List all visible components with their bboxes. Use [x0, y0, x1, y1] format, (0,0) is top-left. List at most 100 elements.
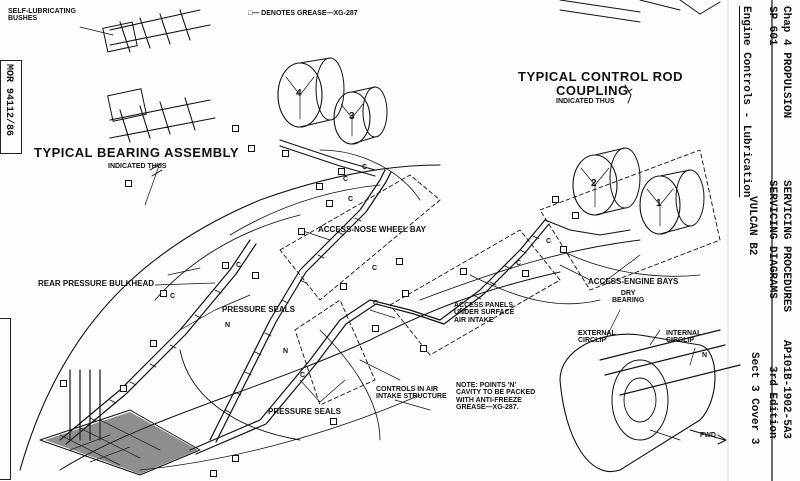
lower-skin-curve: [139, 394, 421, 471]
grease-point: [552, 196, 559, 203]
outer-wing-line: [419, 239, 641, 301]
access-panels-label: ACCESS PANELS UNDER SURFACE AIR INTAKE: [454, 302, 515, 324]
point-n-marker: N: [225, 322, 231, 329]
leaders: [144, 162, 696, 441]
grease-c-marker: C: [372, 265, 378, 272]
upper-wing-line: [229, 184, 381, 236]
grease-point: [252, 272, 259, 279]
subject-heading: Engine Controls - Lubrication: [740, 6, 752, 198]
intake-curve: [179, 349, 301, 441]
wing-root-curve: [154, 214, 301, 301]
edition-label: 3rd Edition: [766, 366, 778, 439]
grease-point: [125, 180, 132, 187]
grease-point: [316, 183, 323, 190]
external-circlip-label: EXTERNAL CIRCLIP: [578, 330, 616, 345]
control-rod-long-b: [195, 223, 550, 455]
engine-spokes: [285, 76, 674, 227]
servicing-diagrams-title: SERVICING DIAGRAMS: [766, 180, 778, 299]
nose-wheel-bay-dash: [279, 174, 441, 301]
bush-leader: [79, 26, 114, 36]
grease-legend: □— DENOTES GREASE—XG-287: [248, 10, 358, 17]
ap-reference: AP101B-1902-5A3: [780, 340, 792, 440]
fwd-label: FWD: [700, 432, 716, 439]
engine-1-rear: [675, 169, 705, 227]
engine-number: 1: [656, 198, 662, 209]
pressure-seals-lower-label: PRESSURE SEALS: [268, 407, 341, 416]
engine-number: 4: [296, 88, 302, 99]
grease-point: [150, 340, 157, 347]
engine-bays-dash: [539, 149, 721, 291]
point-n-marker: N: [283, 348, 289, 355]
grease-point: [330, 418, 337, 425]
bearing-indicated-label: INDICATED THUS: [108, 163, 167, 170]
engine-3-rear: [362, 86, 388, 138]
grease-c-marker: C: [373, 300, 379, 307]
coupling-title: COUPLING: [556, 83, 629, 98]
grease-point: [420, 345, 427, 352]
pressure-seals-upper-label: PRESSURE SEALS: [222, 305, 295, 314]
grease-point: [338, 168, 345, 175]
engine-4-body: [299, 57, 331, 128]
upper-fairing: [319, 149, 421, 201]
sp-heading: SP 601: [766, 6, 778, 46]
control-rod-run-a: [209, 169, 386, 441]
grease-point: [572, 212, 579, 219]
grease-c-marker: C: [300, 372, 306, 379]
air-intake-dash: [389, 229, 561, 356]
grease-point: [120, 385, 127, 392]
engine-bay-curve: [559, 249, 701, 277]
fwd-arrow: [689, 429, 727, 445]
dry-bearing-label: DRY BEARING: [612, 290, 645, 305]
point-n-marker: N: [702, 352, 708, 359]
fuselage-outline: [19, 164, 441, 471]
section-cover-label: Sect 3 Cover 3: [748, 352, 760, 445]
typical-rod-title: TYPICAL CONTROL ROD: [518, 69, 684, 84]
grease-c-marker: C: [362, 164, 368, 171]
left-margin-frame: [0, 318, 11, 480]
bearing-detail-shaft: [599, 329, 741, 396]
grease-point: [522, 270, 529, 277]
engine-2-body: [594, 147, 626, 216]
rod-indicated-label: INDICATED THUS: [556, 98, 615, 105]
grease-point: [326, 200, 333, 207]
bush-assembly-upper: [109, 9, 211, 53]
grease-point: [282, 150, 289, 157]
control-rod-long-a: [189, 219, 546, 451]
grease-point: [60, 380, 67, 387]
grease-point: [560, 246, 567, 253]
grease-point: [210, 470, 217, 477]
engine-number: 3: [349, 111, 355, 122]
grease-c-marker: C: [348, 196, 354, 203]
bush-assembly-lower: [109, 97, 216, 143]
bearing-detail-hub: [611, 359, 669, 441]
control-rod-engine-a: [544, 219, 631, 236]
keel-bars: [69, 369, 101, 441]
engine-3-body: [351, 86, 376, 145]
grease-point: [232, 125, 239, 132]
grease-point: [222, 262, 229, 269]
access-engine-bays-label: ACCESS-ENGINE BAYS: [588, 277, 679, 286]
grease-point: [340, 283, 347, 290]
chapter-heading: Chap 4 PROPULSION: [780, 6, 792, 119]
access-nose-wheel-bay-label: ACCESS-NOSE WHEEL BAY: [318, 225, 427, 234]
self-lubricating-label: SELF-LUBRICATING BUSHES: [8, 8, 76, 23]
grease-point: [396, 258, 403, 265]
bush-block-lower: [107, 88, 147, 122]
grease-c-marker: C: [546, 238, 552, 245]
bearing-ticks: [89, 217, 540, 422]
controls-intake-label: CONTROLS IN AIR INTAKE STRUCTURE: [376, 386, 447, 401]
bearing-detail-body: [559, 333, 716, 473]
servicing-procedures-title: SERVICING PROCEDURES: [780, 180, 792, 313]
control-rod-upper-b: [279, 145, 376, 177]
rod-coupling-sketch: [624, 84, 633, 104]
grease-c-marker: C: [343, 176, 349, 183]
wing-trailing: [469, 274, 601, 305]
control-rod-run-b: [215, 171, 392, 443]
control-rod-upper-a: [279, 139, 376, 171]
internal-circlip-label: INTERNAL CIRCLIP: [666, 330, 702, 345]
grease-point: [460, 268, 467, 275]
grease-point: [402, 290, 409, 297]
engine-1-body: [659, 169, 691, 235]
aircraft-title: VULCAN B2: [746, 196, 758, 256]
